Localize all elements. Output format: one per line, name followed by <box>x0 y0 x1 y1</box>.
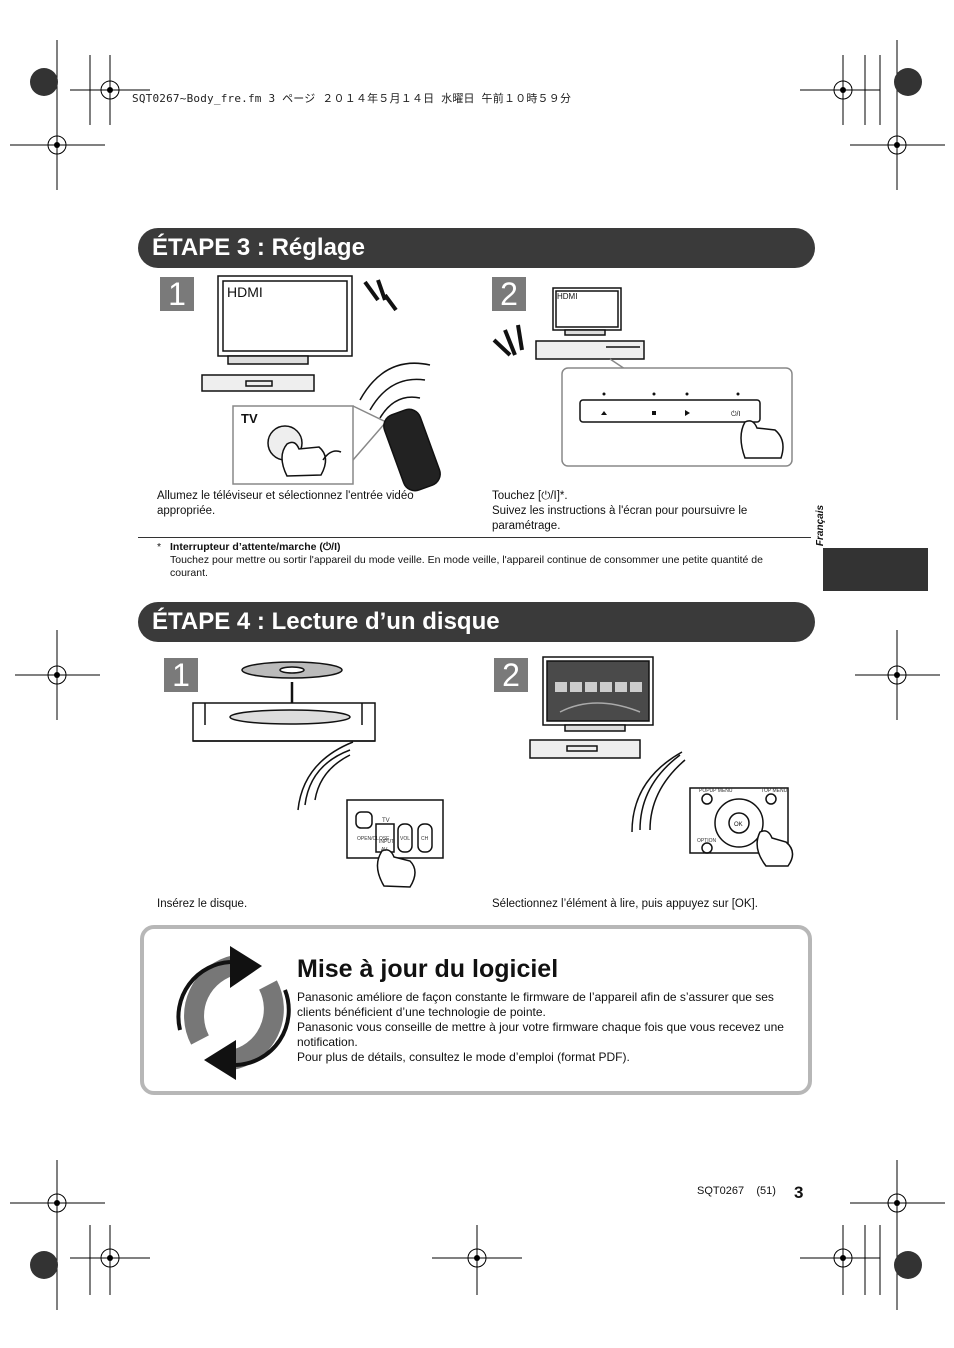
sub-page: (51) <box>756 1185 776 1197</box>
update-para3: Pour plus de détails, consultez le mode … <box>297 1050 630 1064</box>
step3-panel2-caption-line2: Suivez les instructions à l'écran pour p… <box>492 505 748 532</box>
power-button-label: ⏻/I <box>731 410 740 418</box>
remote-av-label: AV <box>381 847 388 853</box>
step3-panel2-number: 2 <box>492 277 526 311</box>
step3-panel2-caption-line1: Touchez [⏻/I]*. <box>492 490 568 502</box>
remote-popup-menu-label: POPUP MENU <box>699 788 733 794</box>
step3-panel2-caption: Touchez [⏻/I]*. Suivez les instructions … <box>492 489 792 534</box>
remote-ch-label: CH <box>421 836 429 842</box>
step4-panel2-number: 2 <box>494 658 528 692</box>
step3-panel1-caption: Allumez le téléviseur et sélectionnez l'… <box>157 490 414 517</box>
tv-hdmi-label: HDMI <box>227 284 263 300</box>
software-update-box <box>140 925 812 1095</box>
doc-code: SQT0267 <box>697 1185 745 1197</box>
footnote-marker: * <box>157 541 162 553</box>
footnote-text: Touchez pour mettre ou sortir l'appareil… <box>170 554 763 579</box>
update-body: Panasonic améliore de façon constante le… <box>297 990 797 1065</box>
step4-panel1-caption: Insérez le disque. <box>157 898 248 910</box>
remote-vol-label: VOL <box>400 836 410 842</box>
remote-tv-label: TV <box>382 818 390 824</box>
update-title: Mise à jour du logiciel <box>297 955 559 983</box>
remote-top-menu-label: TOP MENU <box>761 788 788 794</box>
step4-panel2-caption: Sélectionnez l’élément à lire, puis appu… <box>492 898 758 910</box>
page-number: 3 <box>794 1183 804 1202</box>
step4-panel1-number: 1 <box>164 658 198 692</box>
remote-input-label: INPUT <box>379 839 394 845</box>
footnote-rule <box>138 537 811 538</box>
print-header: SQT0267~Body_fre.fm 3 ページ ２０１４年５月１４日 水曜日… <box>132 92 572 105</box>
tv-button-label: TV <box>241 411 258 426</box>
remote-ok-label: OK <box>734 822 743 828</box>
language-tab <box>823 548 928 591</box>
footer-code: SQT0267 (51) <box>697 1185 776 1197</box>
step4-title: ÉTAPE 4 : Lecture d’un disque <box>138 602 815 642</box>
remote-option-label: OPTION <box>697 838 717 844</box>
remote-open-close-label: OPEN/CLOSE <box>357 836 390 842</box>
step3-title: ÉTAPE 3 : Réglage <box>138 228 815 268</box>
player-tv-hdmi-label: HDMI <box>557 292 577 301</box>
update-para2: Panasonic vous conseille de mettre à jou… <box>297 1020 784 1049</box>
footnote-title: Interrupteur d’attente/marche (⏻/I) <box>170 541 341 553</box>
step3-panel1-number: 1 <box>160 277 194 311</box>
update-para1: Panasonic améliore de façon constante le… <box>297 990 774 1019</box>
footnote: Interrupteur d’attente/marche (⏻/I) Touc… <box>170 541 795 580</box>
